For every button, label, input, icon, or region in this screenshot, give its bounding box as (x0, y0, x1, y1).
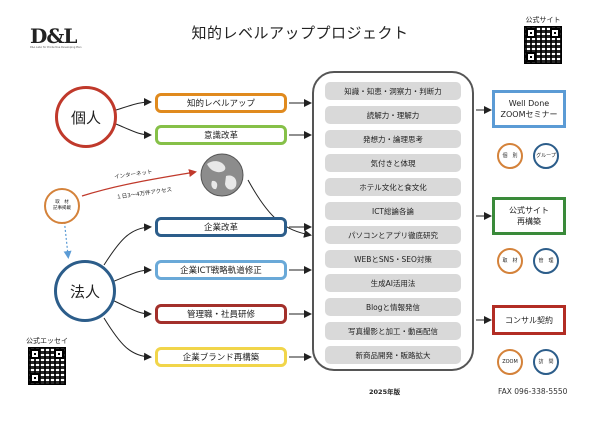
service-item: パソコンとアプリ徹底研究 (325, 226, 461, 244)
site-rebuild-line-1: 公式サイト (509, 206, 549, 215)
arrow-corporate-brand (103, 317, 152, 361)
service-item: ホテル文化と食文化 (325, 178, 461, 196)
fax-number: FAX 096-338-5550 (498, 387, 568, 396)
service-item: 新商品開発・販路拡大 (325, 346, 461, 364)
arrow-corporate-training (111, 299, 152, 318)
brand-logo-subtitle: D&L Labo for Productive Developing Plan (30, 46, 82, 49)
qr-essay-label: 公式エッセイ (26, 337, 68, 345)
service-item: 知識・知恵・洞察力・判断力 (325, 82, 461, 100)
interview-circle: 取 材 記事掲載 (44, 188, 80, 224)
pill-brand-rebuild: 企業ブランド再構築 (155, 347, 287, 367)
seminar-individual-circle: 個 別 (497, 143, 523, 169)
service-item: 気付きと体現 (325, 154, 461, 172)
qr-code-essay[interactable] (28, 347, 66, 385)
arrow-corporate-ict (111, 266, 152, 283)
consult-contract-box: コンサル契約 (492, 305, 566, 335)
pill-ict-strategy: 企業ICT戦略軌道修正 (155, 260, 287, 280)
pill-mindset-reform: 意識改革 (155, 125, 287, 145)
service-item: 読解力・理解力 (325, 106, 461, 124)
arrow-individual-level (115, 98, 152, 111)
page-title: 知的レベルアッププロジェクト (191, 24, 409, 42)
site-manage-circle: 管 理 (533, 248, 559, 274)
site-rebuild-line-2: 再構築 (517, 217, 541, 226)
arrow-corporate-reform (103, 223, 152, 266)
consult-visit-circle: 訪 問 (533, 349, 559, 375)
seminar-group-circle: グループ (533, 143, 559, 169)
corporate-circle: 法人 (54, 260, 116, 322)
corporate-label: 法人 (69, 282, 100, 301)
pill-management-training: 管理職・社員研修 (155, 304, 287, 324)
service-item: ICT総論各論 (325, 202, 461, 220)
site-interview-circle: 取 材 (497, 248, 523, 274)
individual-circle: 個人 (55, 86, 117, 148)
consult-zoom-circle: ZOOM (497, 349, 523, 375)
service-item: 発想力・論理思考 (325, 130, 461, 148)
edition-year: 2025年版 (369, 388, 401, 396)
site-rebuild-box: 公式サイト 再構築 (492, 197, 566, 235)
arrow-interview-internet (81, 169, 197, 197)
service-item: Blogと情報発信 (325, 298, 461, 316)
arrow-individual-awareness (115, 123, 152, 139)
service-item: 生成AI活用法 (325, 274, 461, 292)
seminar-line-1: Well Done (508, 99, 550, 108)
service-item: WEBとSNS・SEO対策 (325, 250, 461, 268)
seminar-line-2: ZOOMセミナー (500, 110, 558, 119)
globe-icon (200, 153, 244, 197)
seminar-box: Well Done ZOOMセミナー (492, 90, 566, 128)
service-item: 写真撮影と加工・動画配信 (325, 322, 461, 340)
interview-label: 取 材 記事掲載 (53, 200, 71, 211)
qr-code-site[interactable] (524, 26, 562, 64)
pill-intellectual-levelup: 知的レベルアップ (155, 93, 287, 113)
pill-corporate-reform: 企業改革 (155, 217, 287, 237)
individual-label: 個人 (70, 108, 101, 127)
brand-logo: D&L (30, 24, 77, 48)
qr-site-label: 公式サイト (525, 16, 561, 24)
